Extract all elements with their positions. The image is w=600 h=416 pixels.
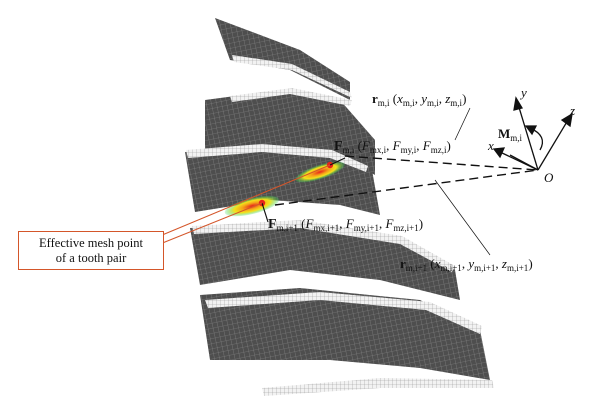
F-i1-leader [261, 202, 269, 223]
label-axis-z: z [569, 103, 575, 118]
r-i-leader [454, 107, 471, 141]
moment-curl-arrow [524, 125, 538, 136]
gear-tooth-2 [205, 90, 375, 175]
callout-line-2: of a tooth pair [55, 250, 127, 265]
label-origin: O [544, 170, 554, 185]
callout-leader-1 [154, 164, 331, 239]
gear-tooth-2-edge [230, 88, 352, 106]
label-axis-x: x [487, 138, 494, 153]
label-F-i: Fm,i (Fmx,i, Fmy,i, Fmz,i) [334, 138, 451, 155]
gear-tooth-5 [200, 288, 490, 380]
contact-patch-i1 [224, 195, 280, 217]
F-i-leader [329, 157, 346, 166]
label-F-i1: Fm,i+1 (Fmx,i+1, Fmy,i+1, Fmz,i+1) [268, 216, 423, 233]
gear-tooth-1-edge [232, 55, 352, 98]
r-i-dashed-line [344, 155, 539, 171]
axis-z-line [537, 119, 569, 171]
gear-tooth-4-edge [192, 220, 455, 272]
axis-y-line [517, 103, 539, 171]
coordinate-frame [492, 96, 573, 171]
moment-arrow-line [509, 154, 539, 171]
axis-x-arrow [492, 147, 506, 159]
label-r-i1: rm,i+1 (xm,i+1, ym,i+1, zm,i+1) [400, 256, 533, 273]
gear-tooth-4 [190, 222, 460, 300]
gear-tooth-5-bottom-edge [262, 378, 494, 396]
gear-tooth-5-edge [205, 292, 482, 334]
r-i1-leader [434, 179, 491, 256]
label-M-i: Mm,i [498, 126, 523, 143]
vector-lines [154, 107, 539, 256]
gear-tooth-3-edge [186, 144, 368, 172]
axis-z-arrow [560, 112, 573, 128]
label-axis-y: y [519, 85, 527, 100]
callout-line-1: Effective mesh point [39, 235, 143, 250]
label-r-i: rm,i (xm,i, ym,i, zm,i) [372, 91, 466, 108]
r-i1-dashed-line [274, 169, 539, 206]
callout-leader-2 [154, 202, 263, 247]
callout-box: Effective mesh point of a tooth pair [18, 231, 164, 270]
axis-y-arrow [513, 96, 524, 111]
